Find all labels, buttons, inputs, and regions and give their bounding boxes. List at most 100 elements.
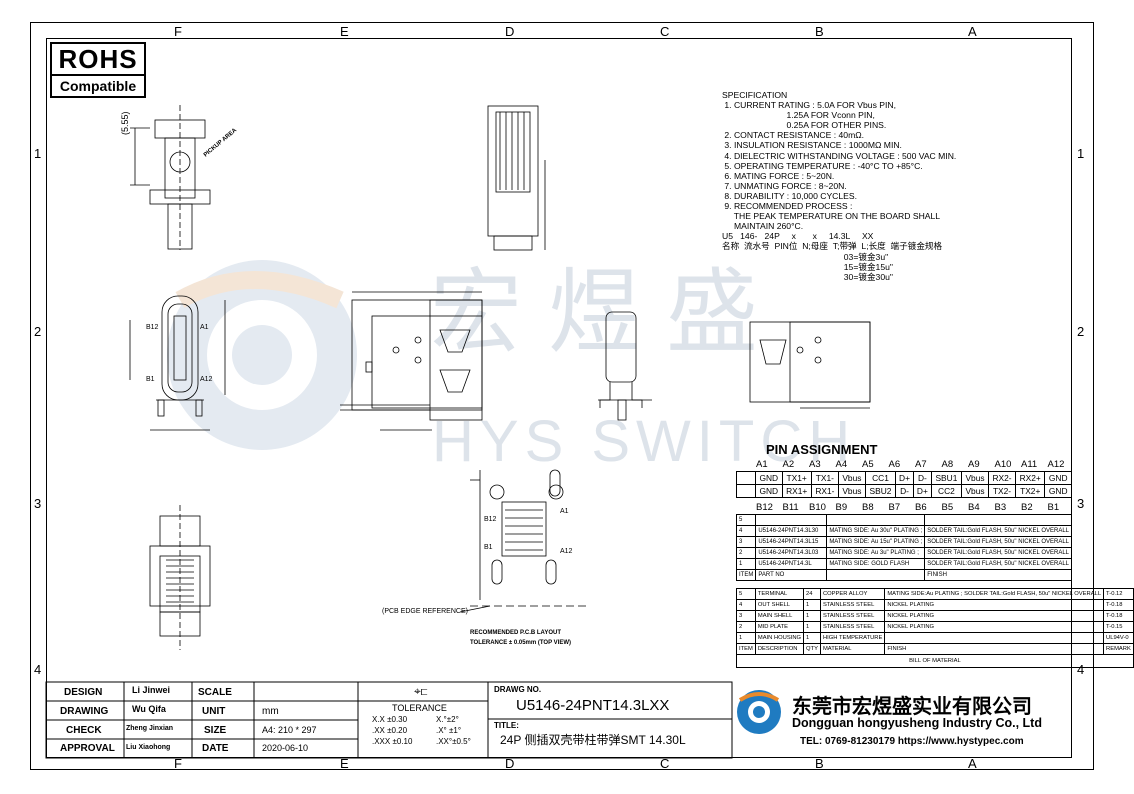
right-view — [749, 321, 871, 409]
rohs-title: ROHS — [58, 44, 138, 74]
zone-bottom-c: C — [660, 756, 670, 771]
pin-top-label: A11 — [1021, 459, 1038, 470]
pin-top-label: A1 — [756, 459, 768, 470]
drawing-label: DRAWING — [60, 706, 109, 717]
company-name-cn: 东莞市宏煜盛实业有限公司 — [792, 696, 1032, 718]
pin-bottom-label: B5 — [941, 502, 954, 513]
tol2a: .XX ±0.20 — [372, 726, 408, 735]
pin-top-label: A2 — [782, 459, 795, 470]
spec-line: 03=镀金3u" — [722, 251, 889, 262]
pcb-a12-label: A12 — [560, 548, 573, 555]
spec-line: 1.25A FOR Vconn PIN, — [722, 110, 875, 121]
title-block: DESIGN Li Jinwei SCALE DRAWING Wu Qifa U… — [46, 682, 1072, 758]
spec-line: 名称 流水号 PIN位 N;母座 T;带弹 L;长度 端子镀金规格 — [722, 241, 943, 252]
rohs-badge: ROHS Compatible — [50, 42, 146, 98]
spec-line: 4. DIELECTRIC WITHSTANDING VOLTAGE : 500… — [722, 150, 957, 161]
top-view-center — [340, 291, 483, 431]
spec-line: 0.25A FOR OTHER PINS. — [722, 120, 887, 131]
specification-block: SPECIFICATION 1. CURRENT RATING : 5.0A F… — [722, 90, 956, 282]
front-b12-label: B12 — [146, 324, 159, 331]
zone-left-2: 2 — [34, 324, 42, 339]
projection-icon: ⌖⊏ — [414, 684, 428, 698]
side-view-center — [487, 105, 546, 251]
zone-right-3: 3 — [1077, 496, 1085, 511]
side-view-bottom-left — [149, 505, 211, 650]
approval-name: Liu Xiaohong — [126, 744, 171, 751]
approval-label: APPROVAL — [60, 743, 115, 754]
zone-bottom-f: F — [174, 756, 182, 771]
pcb-b12-label: B12 — [484, 516, 497, 523]
zone-top-e: E — [340, 24, 349, 39]
pcb-a1-label: A1 — [560, 508, 569, 515]
zone-bottom-a: A — [968, 756, 977, 771]
tol1b: X.°±2° — [436, 715, 459, 724]
spec-line: 9. RECOMMENDED PROCESS : — [722, 201, 853, 212]
item-header-row-cell: ITEM — [735, 569, 757, 581]
drawing-no: U5146-24PNT14.3LXX — [516, 697, 670, 714]
company-contact: TEL: 0769-81230179 https://www.hystypec.… — [800, 736, 1024, 747]
title-label: TITLE: — [494, 721, 519, 730]
watermark-cn: 宏煜盛 — [430, 259, 785, 366]
pin-bottom-label: B4 — [968, 502, 980, 513]
pcb-layout-label: RECOMMENDED P.C.B LAYOUT — [470, 630, 562, 636]
company-name-en: Dongguan hongyusheng Industry Co., Ltd — [792, 716, 1042, 730]
pin-bottom-label: B11 — [782, 502, 799, 513]
pin-cell: SBU2 — [864, 484, 897, 498]
tol2b: .X° ±1° — [436, 726, 462, 735]
tol3b: .XX°±0.5° — [436, 737, 471, 746]
date-label: DATE — [202, 743, 229, 754]
zone-right-4: 4 — [1077, 662, 1085, 677]
spec-line: 2. CONTACT RESISTANCE : 40mΩ. — [722, 130, 865, 141]
pin-top-label: A3 — [809, 459, 821, 470]
side-view-top-left — [130, 105, 211, 250]
pin-cell: TX2+ — [1015, 484, 1046, 498]
spec-line: 7. UNMATING FORCE : 8~20N. — [722, 180, 847, 191]
pin-bottom-label: B7 — [888, 502, 901, 513]
spec-line: 1. CURRENT RATING : 5.0A FOR Vbus PIN, — [722, 100, 896, 111]
pin-cell: GND — [1044, 484, 1072, 498]
pin-cell: D- — [895, 484, 914, 498]
pin-top-label: A6 — [888, 459, 901, 470]
item-header-row-cell: PART NO — [755, 569, 828, 581]
check-label: CHECK — [66, 725, 102, 736]
zone-bottom-b: B — [815, 756, 824, 771]
pin-assignment-title: PIN ASSIGNMENT — [766, 442, 878, 457]
pcb-tolerance-label: TOLERANCE ± 0.05mm (TOP VIEW) — [470, 640, 571, 646]
bom-row-cell: T-0.18 — [1103, 610, 1134, 622]
size-value: A4: 210 * 297 — [262, 725, 317, 735]
zone-bottom-e: E — [340, 756, 349, 771]
unit-label: UNIT — [202, 706, 226, 717]
pcb-b1-label: B1 — [484, 544, 493, 551]
zone-top-d: D — [505, 24, 515, 39]
spec-line: 6. MATING FORCE : 5~20N. — [722, 170, 835, 181]
design-label: DESIGN — [64, 687, 103, 698]
zone-bottom-d: D — [505, 756, 515, 771]
pin-bottom-label: B9 — [835, 502, 848, 513]
zone-right-2: 2 — [1077, 324, 1085, 339]
side-profile-center — [598, 311, 652, 421]
pin-bottom-label: B2 — [1021, 502, 1033, 513]
spec-line: 5. OPERATING TEMPERATURE : -40°C TO +85°… — [722, 160, 923, 171]
zone-top-c: C — [660, 24, 670, 39]
size-label: SIZE — [204, 725, 227, 736]
pin-cell: RX1+ — [781, 484, 812, 498]
pin-cell-blank — [736, 484, 756, 498]
zone-top-a: A — [968, 24, 977, 39]
date-value: 2020-06-10 — [262, 743, 309, 753]
spec-line: THE PEAK TEMPERATURE ON THE BOARD SHALL — [722, 211, 941, 222]
pin-bottom-label: B12 — [756, 502, 773, 513]
item-header-row-cell: FINISH — [924, 569, 1072, 581]
